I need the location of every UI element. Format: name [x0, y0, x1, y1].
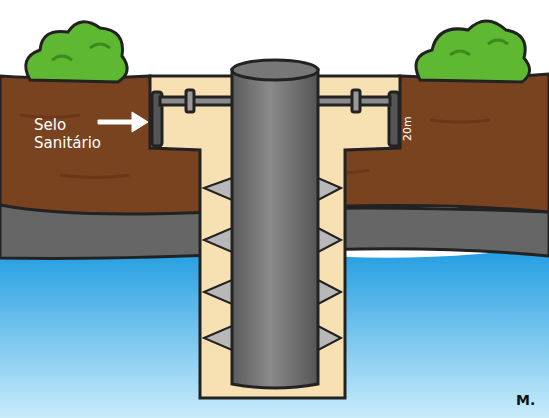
signature: M. [516, 392, 535, 409]
depth-dimension: 20m [401, 116, 414, 141]
pointer-arrow [98, 112, 148, 132]
casing-pipe [232, 60, 318, 388]
bush [26, 21, 530, 82]
seal-label: Selo Sanitário [34, 116, 104, 152]
